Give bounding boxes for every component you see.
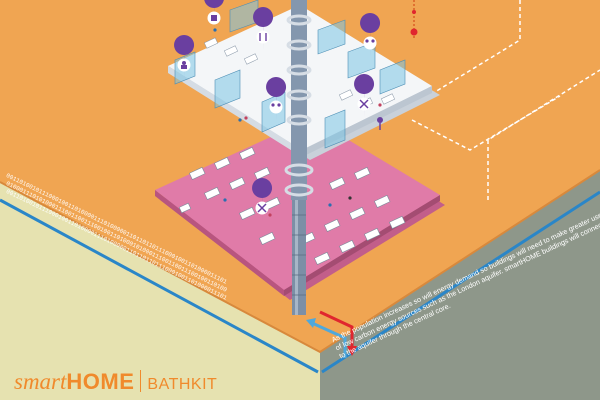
desk (338, 89, 354, 101)
desk (203, 186, 221, 200)
cold-flow-arrowhead (306, 318, 316, 328)
desk (238, 206, 256, 220)
desk (238, 146, 256, 160)
cold-flow-arrow-icon (311, 321, 347, 358)
brand-home: HOME (66, 369, 135, 394)
desk (388, 215, 406, 229)
glass-room (317, 19, 346, 55)
leader-dashed-line-3 (487, 69, 600, 200)
desk (380, 93, 396, 105)
ground-right-face (320, 170, 600, 400)
desk (178, 202, 192, 214)
desk (213, 156, 231, 170)
desk (188, 166, 206, 180)
desk (203, 37, 219, 49)
aquifer-line-left (0, 198, 319, 374)
desk (258, 231, 276, 245)
gauge-dot (412, 10, 416, 14)
desk (223, 45, 239, 57)
desk (313, 251, 331, 265)
glass-room (379, 59, 406, 95)
core-shaft-ticks (292, 214, 306, 296)
ground-edge (0, 169, 600, 354)
hot-flow-arrowhead (347, 346, 357, 356)
brand-logo: smartHOME BATHKIT (14, 369, 217, 395)
desk (228, 176, 246, 190)
family-pin-icon-2[interactable] (266, 77, 287, 121)
food-pin-icon[interactable] (204, 0, 224, 32)
desk (323, 218, 341, 232)
tools-pin-icon-2[interactable] (252, 178, 273, 222)
location-pin-icon[interactable] (377, 117, 383, 130)
desk (253, 166, 271, 180)
leader-dashed-line-1 (411, 95, 561, 151)
desk (373, 194, 391, 208)
white-floor-edge-left (168, 66, 302, 157)
brand-separator (140, 370, 142, 392)
glass-room (324, 109, 346, 149)
desk (353, 166, 371, 180)
gauge-bulb (410, 28, 418, 36)
desk (363, 227, 381, 241)
desk (338, 239, 356, 253)
tools-pin-icon[interactable] (354, 74, 375, 118)
desk (348, 206, 366, 220)
pink-floor-edge (155, 190, 284, 296)
people-pin-icon[interactable] (174, 35, 195, 79)
aquifer-line-right (321, 190, 600, 374)
dining-pin-icon[interactable] (253, 7, 274, 51)
spiral-stair (284, 14, 314, 197)
desk (328, 176, 346, 190)
brand-smart: smart (14, 369, 67, 394)
brand-kit: BATHKIT (147, 376, 218, 393)
glass-room (214, 69, 241, 109)
hot-flow-arrow-icon (319, 310, 354, 348)
desk (243, 53, 259, 65)
ground-left-face (0, 182, 320, 400)
family-pin-icon[interactable] (360, 13, 381, 57)
